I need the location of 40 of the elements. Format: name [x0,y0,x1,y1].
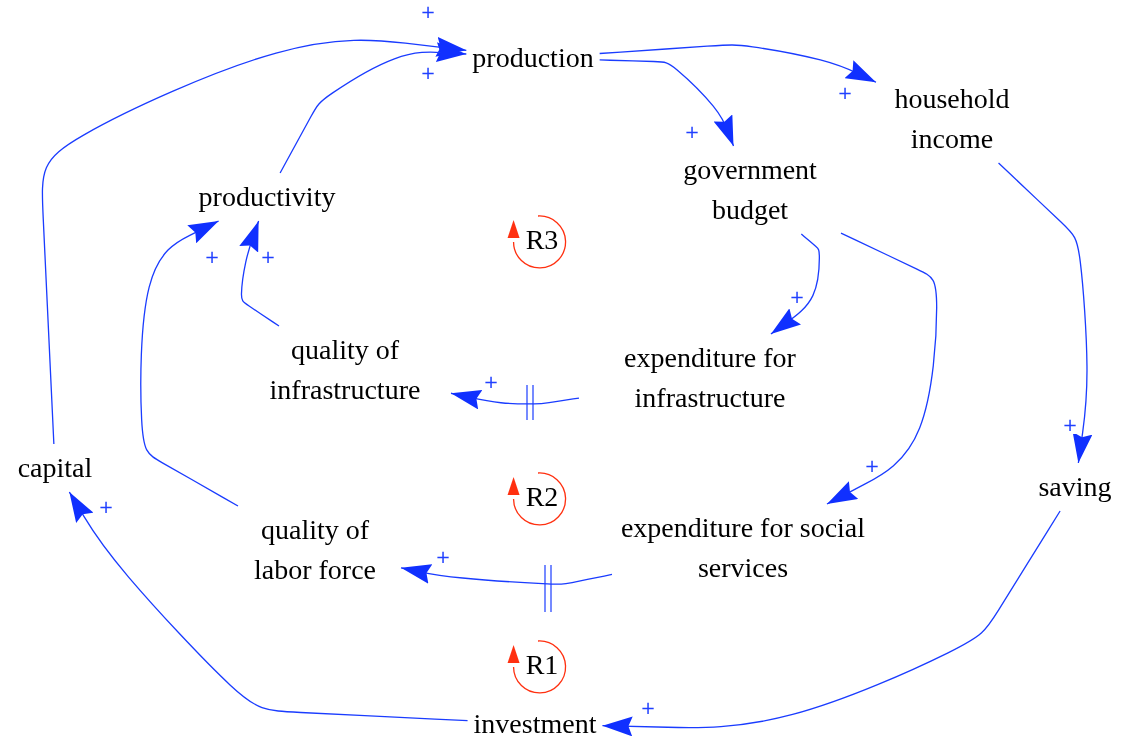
variable-label: capital [15,448,95,488]
causal-arrow [41,36,467,445]
causal-arrow [601,510,1061,737]
polarity-sign: + [837,84,853,102]
variable-label: saving [1036,467,1114,507]
polarity-sign: + [420,64,436,82]
variable-label: productivity [196,177,338,217]
polarity-sign: + [684,123,700,141]
polarity-sign: + [420,3,436,21]
polarity-sign: + [98,498,114,516]
causal-arrow [68,491,469,722]
causal-arrow [770,233,820,335]
polarity-sign: + [640,699,656,717]
causal-arrow [826,232,938,505]
causal-arrow [279,42,467,174]
polarity-sign: + [789,288,805,306]
loop-label: R3 [525,225,559,255]
causal-arrow [140,220,239,507]
causal-arrow [599,44,877,83]
variable-label: government budget [663,150,837,230]
variable-label: quality of infrastructure [243,330,447,410]
variable-label: quality of labor force [233,510,397,590]
polarity-sign: + [204,248,220,266]
variable-label: expenditure for infrastructure [583,338,837,418]
loop-label: R2 [525,482,559,512]
causal-arrow [997,162,1093,464]
variable-label: investment [471,704,599,744]
polarity-sign: + [483,373,499,391]
causal-arrow [239,220,280,327]
variable-label: production [470,38,596,78]
variable-label: household income [880,79,1024,159]
loop-label: R1 [525,650,559,680]
polarity-sign: + [864,457,880,475]
causal-arrow [599,59,735,147]
polarity-sign: + [435,548,451,566]
variable-label: expenditure for social services [616,508,870,588]
causal-arrow [450,389,580,410]
polarity-sign: + [1062,416,1078,434]
polarity-sign: + [260,248,276,266]
causal-arrow [400,564,613,585]
